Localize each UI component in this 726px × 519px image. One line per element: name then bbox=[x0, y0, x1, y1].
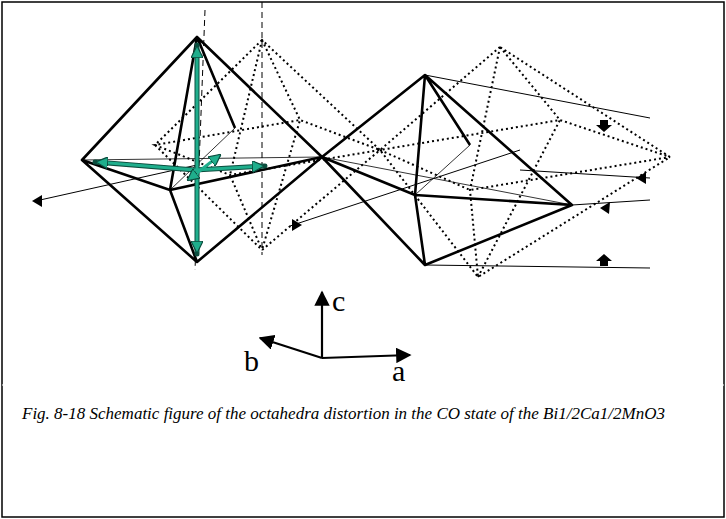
axis-label: a bbox=[392, 356, 405, 386]
axis-label: b bbox=[244, 346, 259, 376]
displacement-lines bbox=[40, 75, 650, 268]
figure-caption: Fig. 8-18 Schematic figure of the octahe… bbox=[22, 398, 702, 430]
dashed-guides bbox=[195, 2, 262, 270]
jt-arrows-outline bbox=[95, 45, 265, 254]
distorted-octahedra bbox=[82, 37, 572, 265]
displacement-arrows bbox=[32, 120, 646, 266]
axis-label: c bbox=[332, 286, 345, 316]
jt-arrows bbox=[97, 47, 263, 252]
